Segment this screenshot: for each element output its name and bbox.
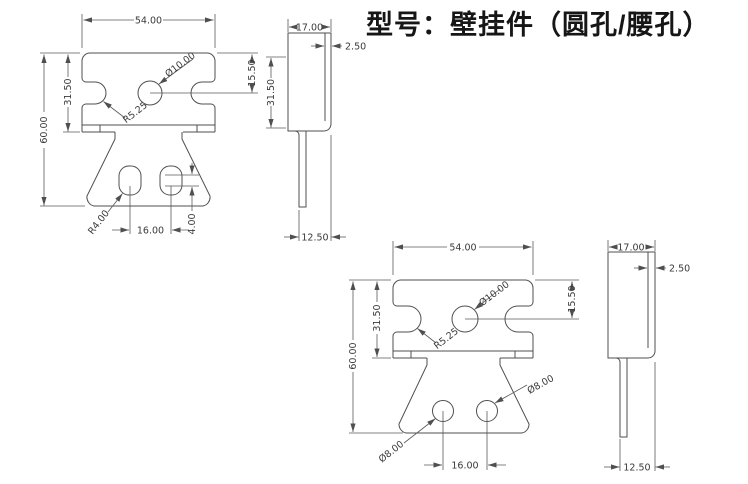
leader-notch-radius: R5.25	[103, 100, 150, 126]
slot-radius-label: R4.00	[86, 208, 112, 237]
dim-side-upper-height-label: 31.50	[266, 79, 277, 106]
dim-thickness-label: 2.50	[669, 264, 690, 275]
leader-notch-radius: R5.25	[417, 326, 461, 352]
dim-width-label: 54.00	[135, 16, 162, 27]
lower-strip	[615, 357, 628, 438]
part-outline-upper	[392, 279, 534, 358]
dim-upper-height-label: 31.50	[63, 78, 74, 105]
dim-total-height-label: 60.00	[348, 342, 359, 369]
dim-hole-spacing: 16.00	[112, 186, 189, 237]
dim-hole-offset-label: 15.50	[247, 59, 258, 86]
page-title: 型号：壁挂件（圆孔/腰孔）	[366, 10, 711, 40]
leader-left-hole-dia: Ø8.00	[377, 418, 436, 465]
dim-width: 54.00	[81, 14, 216, 48]
dim-lower-offset-label: 12.50	[301, 233, 328, 244]
dim-depth-label: 17.00	[296, 23, 323, 34]
leader-right-hole-dia: Ø8.00	[494, 373, 556, 404]
dim-depth: 17.00	[607, 240, 656, 254]
dim-lower-offset: 12.50	[284, 233, 346, 244]
dim-hole-spacing: 16.00	[424, 411, 506, 472]
dim-slot-length: 4.00	[165, 163, 199, 235]
dim-total-height: 60.00	[39, 52, 85, 207]
leader-center-hole-dia: Ø10.00	[474, 279, 512, 310]
dim-hole-spacing-label: 16.00	[137, 226, 164, 237]
drawing1-front-view: 54.00 60.00 31.50 15.50	[39, 14, 258, 237]
dim-thickness: 2.50	[311, 42, 366, 53]
center-hole-dia-label: Ø10.00	[477, 279, 511, 309]
dim-side-upper-height: 31.50	[266, 56, 286, 129]
center-hole-dia-label: Ø10.00	[163, 50, 197, 80]
dim-depth-label: 17.00	[617, 243, 644, 254]
side-outline	[287, 32, 332, 132]
dim-thickness: 2.50	[634, 264, 690, 275]
dim-upper-height: 31.50	[63, 54, 80, 133]
dim-lower-offset: 12.50	[604, 463, 670, 474]
dim-total-height-label: 60.00	[39, 116, 50, 143]
notch-radius-label: R5.25	[121, 100, 150, 126]
right-hole-dia-label: Ø8.00	[526, 373, 556, 397]
leader-center-hole-dia: Ø10.00	[158, 50, 198, 85]
drawing2-side-view: 17.00 2.50 12.50	[604, 240, 690, 474]
side-outline	[607, 251, 656, 359]
part-outline-upper	[81, 52, 216, 132]
dim-slot-length-label: 4.00	[187, 213, 198, 234]
dim-hole-offset: 15.50	[150, 52, 258, 94]
dim-depth: 17.00	[287, 19, 332, 34]
dim-width: 54.00	[392, 241, 534, 275]
drawing1-side-view: 17.00 2.50 31.50 12.50	[266, 19, 366, 244]
dim-hole-offset-label: 15.50	[567, 285, 578, 312]
part-outline-lower	[398, 358, 530, 434]
part-outline-lower	[86, 132, 211, 207]
dim-thickness-label: 2.50	[345, 42, 366, 53]
left-hole-dia-label: Ø8.00	[377, 439, 406, 465]
dim-upper-height: 31.50	[372, 281, 391, 359]
dim-hole-offset: 15.50	[465, 279, 579, 320]
notch-radius-label: R5.25	[432, 326, 461, 352]
drawing2-front-view: 54.00 60.00 31.50 15.50	[348, 241, 579, 472]
dim-width-label: 54.00	[449, 243, 476, 254]
dim-upper-height-label: 31.50	[372, 304, 383, 331]
dim-lower-offset-label: 12.50	[623, 463, 650, 474]
lower-strip	[294, 130, 307, 208]
dim-hole-spacing-label: 16.00	[451, 461, 478, 472]
dim-total-height: 60.00	[348, 279, 403, 434]
